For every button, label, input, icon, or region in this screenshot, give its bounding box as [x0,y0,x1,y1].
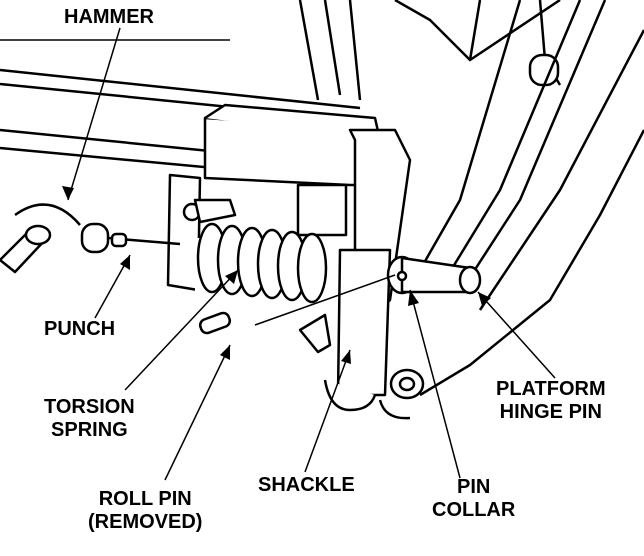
roll-pin-label-line2: (REMOVED) [88,511,203,533]
torsion-spring-label-line2: SPRING [51,419,128,441]
torsion-spring-illustration [195,222,330,304]
torsion-spring-label-line1: TORSION [44,396,135,418]
pin-collar-label-line1: PIN [456,476,491,498]
platform-hinge-pin-label-line1: PLATFORM [496,378,606,400]
platform-hinge-pin-label: PLATFORM HINGE PIN [496,378,606,424]
hinge-pin-illustration-part [298,255,482,420]
bracket-block [203,103,412,397]
torsion-spring-label: TORSION SPRING [44,396,135,442]
hammer-label: HAMMER [64,6,154,28]
platform-hinge-pin-label-line2: HINGE PIN [499,401,602,423]
shackle-label: SHACKLE [258,474,355,496]
frame-rails [0,0,644,397]
pin-collar-label: PIN COLLAR [432,476,515,522]
leader-arrowheads [62,186,491,364]
leader-lines [67,27,556,481]
pin-collar-label-line2: COLLAR [432,499,516,521]
hammer-illustration [0,203,181,274]
roll-pin-label-line1: ROLL PIN [98,488,192,510]
roll-pin-illustration [198,311,232,335]
punch-label: PUNCH [44,318,116,340]
mounting-plate [166,173,237,292]
roll-pin-label: ROLL PIN (REMOVED) [88,488,202,534]
